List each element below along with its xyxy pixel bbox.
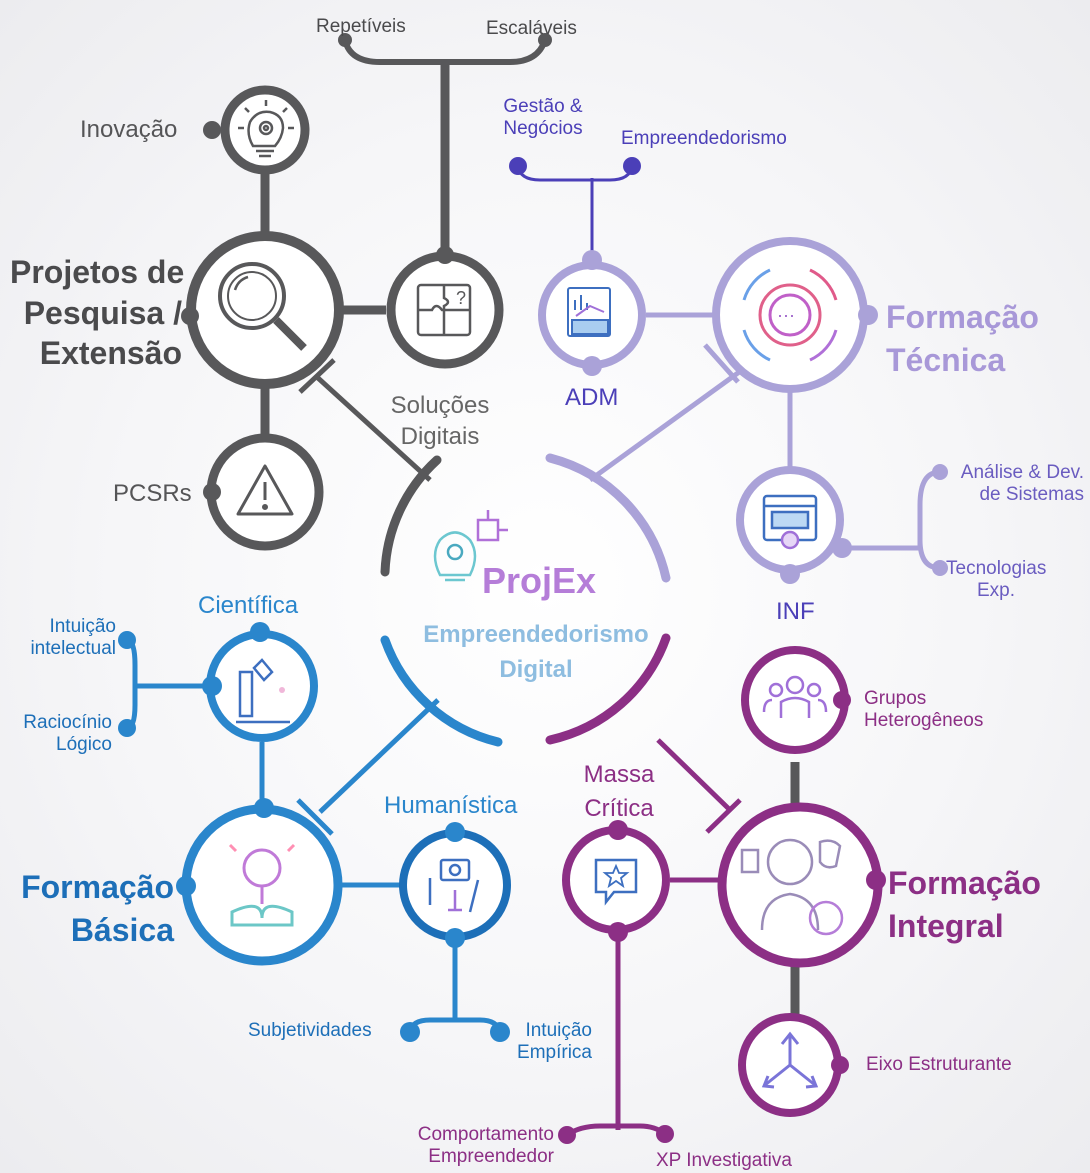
- label-massa-critica: Massa Crítica: [568, 758, 670, 825]
- center-ring: [380, 453, 671, 747]
- gear-cycle-icon: ···: [742, 268, 838, 362]
- label-escalaveis: Escaláveis: [486, 18, 577, 39]
- massa-line2: Crítica: [584, 794, 654, 822]
- groups-node: [741, 646, 849, 754]
- grupos-line2: Heterogêneos: [864, 710, 984, 732]
- label-xp-investigativa: XP Investigativa: [656, 1150, 792, 1171]
- label-solucoes-digitais: Soluções Digitais: [376, 390, 504, 452]
- label-tecnologias-exp: Tecnologias Exp.: [946, 558, 1046, 603]
- intuicao-int-line2: intelectual: [30, 638, 116, 660]
- book-lightbulb-icon: [228, 843, 296, 927]
- projex-title: ProjEx: [482, 560, 597, 601]
- comportamento-line1: Comportamento: [417, 1124, 554, 1145]
- basic-title-line2: Básica: [70, 912, 174, 949]
- code-window-icon: [762, 494, 818, 550]
- technical-title-line1: Formação: [886, 299, 1039, 335]
- puzzle-question-icon: ?: [416, 283, 472, 337]
- gestao-line1: Gestão &: [503, 96, 583, 117]
- integral-title-line1: Formação: [888, 865, 1041, 901]
- grupos-line1: Grupos: [864, 688, 927, 709]
- massa-line1: Massa: [583, 761, 655, 788]
- basic-title: Formação Básica: [20, 866, 174, 952]
- technical-title: Formação Técnica: [886, 296, 1039, 382]
- solucoes-line2: Digitais: [400, 423, 480, 451]
- projex-subtitle: Empreendedorismo Digital: [404, 618, 668, 688]
- tecnologias-line1: Tecnologias: [946, 558, 1047, 579]
- label-humanistica: Humanística: [384, 792, 518, 819]
- integral-branch: [565, 738, 742, 1138]
- raciocinio-line1: Raciocínio: [23, 712, 112, 733]
- research-title-line3: Extensão: [39, 335, 182, 372]
- intuicao-int-line1: Intuição: [49, 616, 116, 637]
- intuicao-emp-line2: Empírica: [517, 1042, 592, 1064]
- label-grupos: Grupos Heterogêneos: [864, 688, 983, 733]
- label-eixo-estruturante: Eixo Estruturante: [866, 1054, 1012, 1075]
- paintbrush-camera-icon: [428, 858, 480, 913]
- integral-title-line2: Integral: [888, 908, 1004, 945]
- svg-text:?: ?: [456, 288, 466, 308]
- label-analise-sistemas: Análise & Dev. de Sistemas: [944, 462, 1084, 507]
- research-title: Projetos de Pesquisa / Extensão: [10, 252, 185, 374]
- label-adm: ADM: [565, 384, 619, 411]
- research-title-line2: Pesquisa /: [23, 294, 182, 331]
- label-cientifica: Científica: [198, 592, 299, 619]
- warning-icon: [236, 464, 294, 516]
- adm-node: [538, 261, 646, 369]
- solucoes-line1: Soluções: [390, 392, 490, 419]
- label-intuicao-empirica: Intuição Empírica: [500, 1020, 592, 1065]
- projex-logo-icon: [433, 510, 508, 582]
- analise-line1: Análise & Dev.: [960, 462, 1084, 483]
- svg-text:···: ···: [777, 305, 795, 325]
- chat-star-icon: [594, 858, 638, 906]
- projex-subtitle-line2: Digital: [499, 655, 573, 683]
- label-inf: INF: [776, 598, 815, 625]
- 3d-axis-icon: [761, 1031, 819, 1089]
- people-group-icon: [762, 675, 828, 718]
- theater-masks-person-icon: [740, 838, 844, 936]
- report-chart-icon: [567, 287, 611, 337]
- integral-title: Formação Integral: [888, 862, 1041, 948]
- label-repetiveis: Repetíveis: [316, 16, 406, 37]
- label-subjetividades: Subjetividades: [248, 1020, 372, 1041]
- label-comportamento-empreendedor: Comportamento Empreendedor: [394, 1124, 554, 1169]
- comportamento-line2: Empreendedor: [428, 1146, 554, 1168]
- label-gestao-negocios: Gestão & Negócios: [495, 96, 591, 141]
- tecnologias-line2: Exp.: [976, 580, 1016, 602]
- label-empreendedorismo: Empreendedorismo: [621, 128, 787, 149]
- research-title-line1: Projetos de: [10, 254, 185, 290]
- research-node: [186, 231, 344, 389]
- integral-node: [717, 802, 883, 968]
- technical-branch: [588, 312, 941, 571]
- analise-line2: de Sistemas: [979, 484, 1084, 506]
- label-inovacao: Inovação: [80, 116, 178, 143]
- basic-title-line1: Formação: [21, 869, 174, 905]
- research-branch: [260, 38, 548, 440]
- projex-subtitle-line1: Empreendedorismo: [423, 621, 649, 648]
- magnifier-icon: [218, 262, 307, 351]
- intuicao-emp-line1: Intuição: [525, 1020, 592, 1041]
- microscope-icon: [236, 658, 290, 724]
- label-intuicao-intelectual: Intuição intelectual: [4, 616, 116, 661]
- label-pcsrs: PCSRs: [113, 480, 192, 507]
- lightbulb-gear-icon: [238, 100, 294, 158]
- technical-title-line2: Técnica: [886, 342, 1006, 379]
- humanistic-node: [399, 829, 511, 941]
- label-raciocinio-logico: Raciocínio Lógico: [4, 712, 112, 757]
- gestao-line2: Negócios: [503, 118, 583, 140]
- raciocinio-line2: Lógico: [56, 734, 112, 756]
